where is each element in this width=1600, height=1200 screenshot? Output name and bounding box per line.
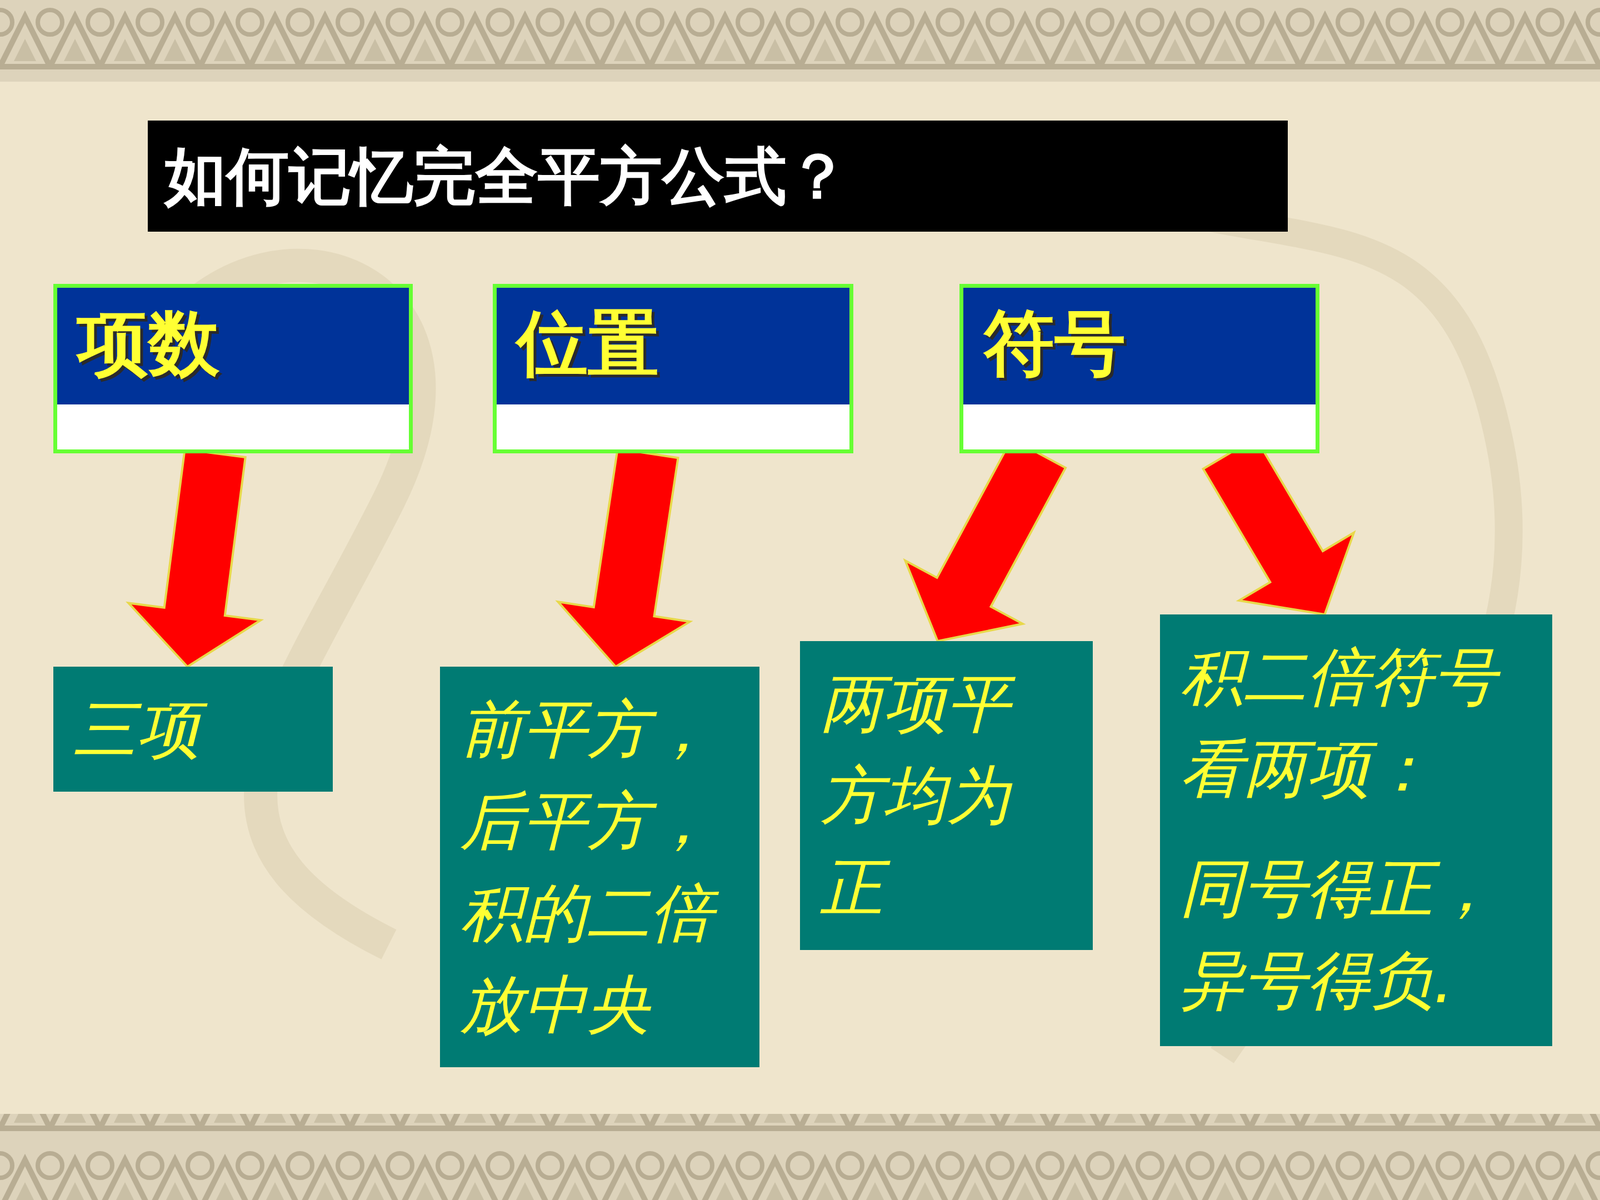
header-label: 位置	[496, 287, 850, 399]
top-ornament	[0, 0, 1600, 82]
title-text: 如何记忆完全平方公式？	[164, 128, 1272, 224]
header-box: 符号	[959, 283, 1320, 454]
arrow-connector	[128, 449, 261, 667]
arrow-connector	[905, 438, 1066, 642]
header-label: 项数	[57, 287, 409, 399]
header-box: 位置	[492, 283, 854, 454]
note-text: 同号得正， 异号得负.	[1180, 842, 1530, 1027]
note-text: 积二倍符号 看两项：	[1180, 631, 1530, 815]
note-box: 三项	[53, 666, 333, 792]
title-bar: 如何记忆完全平方公式？	[147, 120, 1288, 232]
note-text: 三项	[73, 683, 311, 775]
bottom-ornament	[0, 1113, 1600, 1200]
note-box: 积二倍符号 看两项： 同号得正， 异号得负.	[1160, 614, 1553, 1047]
arrow-connector	[558, 448, 690, 667]
note-text: 两项平 方均为 正	[820, 657, 1038, 934]
note-text: 前平方， 后平方， 积的二倍 放中央	[460, 683, 738, 1051]
note-box: 前平方， 后平方， 积的二倍 放中央	[440, 666, 760, 1068]
note-box: 两项平 方均为 正	[800, 641, 1093, 950]
header-label: 符号	[963, 287, 1316, 399]
header-box: 项数	[53, 283, 413, 454]
arrow-connector	[1203, 437, 1354, 615]
